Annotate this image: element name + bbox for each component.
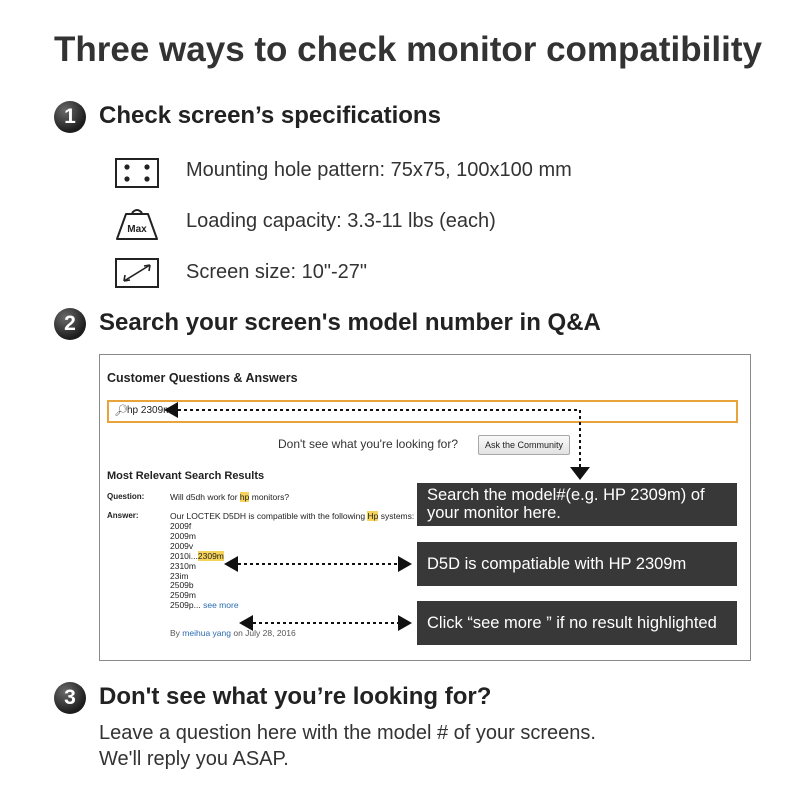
step-3-title: Don't see what you’re looking for? [99, 683, 492, 710]
callout-see-more: Click “see more ” if no result highlight… [417, 601, 737, 645]
step-3-number: 3 [54, 682, 86, 714]
step-3-line: Leave a question here with the model # o… [99, 722, 596, 744]
model-item: 2310m [170, 560, 196, 571]
callout-arrows [164, 402, 590, 631]
see-more-link[interactable]: see more [203, 600, 239, 611]
step-3-text: Leave a question here with the model # o… [99, 720, 596, 772]
mounting-pattern-text: Mounting hole pattern: 75x75, 100x100 mm [186, 159, 572, 181]
qa-screenshot: Customer Questions & Answers 🔎︎ hp 2309m… [99, 354, 751, 661]
model-item-match: 2010i...2309m [170, 550, 224, 561]
model-item: 2009v [170, 540, 194, 551]
answer-label: Answer: [107, 511, 139, 520]
question-link[interactable]: Will d5dh work for hp monitors? [170, 492, 290, 502]
arrow-head-more-left [239, 615, 253, 631]
results-heading: Most Relevant Search Results [107, 470, 265, 482]
model-item-last: 2509p... see more [170, 600, 239, 611]
screen-size-icon [115, 258, 159, 288]
model-list-top: 2009f 2009m 2009v 2010i...2309m 2310m 23… [170, 521, 239, 611]
answer-byline: By meihua yang on July 28, 2016 [170, 628, 296, 638]
search-icon: 🔎︎ [114, 405, 128, 417]
step-3-line: We'll reply you ASAP. [99, 748, 289, 770]
arrow-head-match-right [398, 556, 412, 572]
step-2-title: Search your screen's model number in Q&A [99, 309, 601, 336]
model-item: 23im [170, 570, 189, 581]
callout-search: Search the model#(e.g. HP 2309m) of your… [417, 483, 737, 526]
not-found-text: Don't see what you're looking for? [278, 437, 459, 451]
step-1-number: 1 [54, 101, 86, 133]
qa-heading: Customer Questions & Answers [107, 371, 298, 385]
weight-max-icon: Max [116, 209, 158, 240]
author-link[interactable]: meihua yang [182, 628, 231, 638]
model-item: 2509b [170, 580, 194, 591]
model-item: 2009f [170, 521, 192, 531]
arrow-head-match-left [224, 556, 238, 572]
mounting-holes-icon [115, 158, 159, 188]
loading-capacity-text: Loading capacity: 3.3-11 lbs (each) [186, 210, 496, 232]
step-1-title: Check screen’s specifications [99, 102, 441, 129]
screen-size-text: Screen size: 10"-27" [186, 261, 367, 283]
weight-max-label: Max [127, 224, 147, 235]
arrow-head-callout [570, 467, 590, 480]
model-item: 2009m [170, 530, 196, 541]
model-item: 2509m [170, 590, 196, 601]
arrow-head-more-right [398, 615, 412, 631]
arrow-head-search [164, 402, 178, 418]
page-title: Three ways to check monitor compatibilit… [54, 30, 762, 69]
step-2-number: 2 [54, 308, 86, 340]
qa-search-value: hp 2309m [127, 405, 172, 416]
callout-compatible: D5D is compatiable with HP 2309m [417, 542, 737, 586]
answer-text: Our LOCTEK D5DH is compatible with the f… [170, 511, 415, 521]
ask-community-button[interactable]: Ask the Community [478, 435, 571, 455]
question-label: Question: [107, 492, 145, 501]
